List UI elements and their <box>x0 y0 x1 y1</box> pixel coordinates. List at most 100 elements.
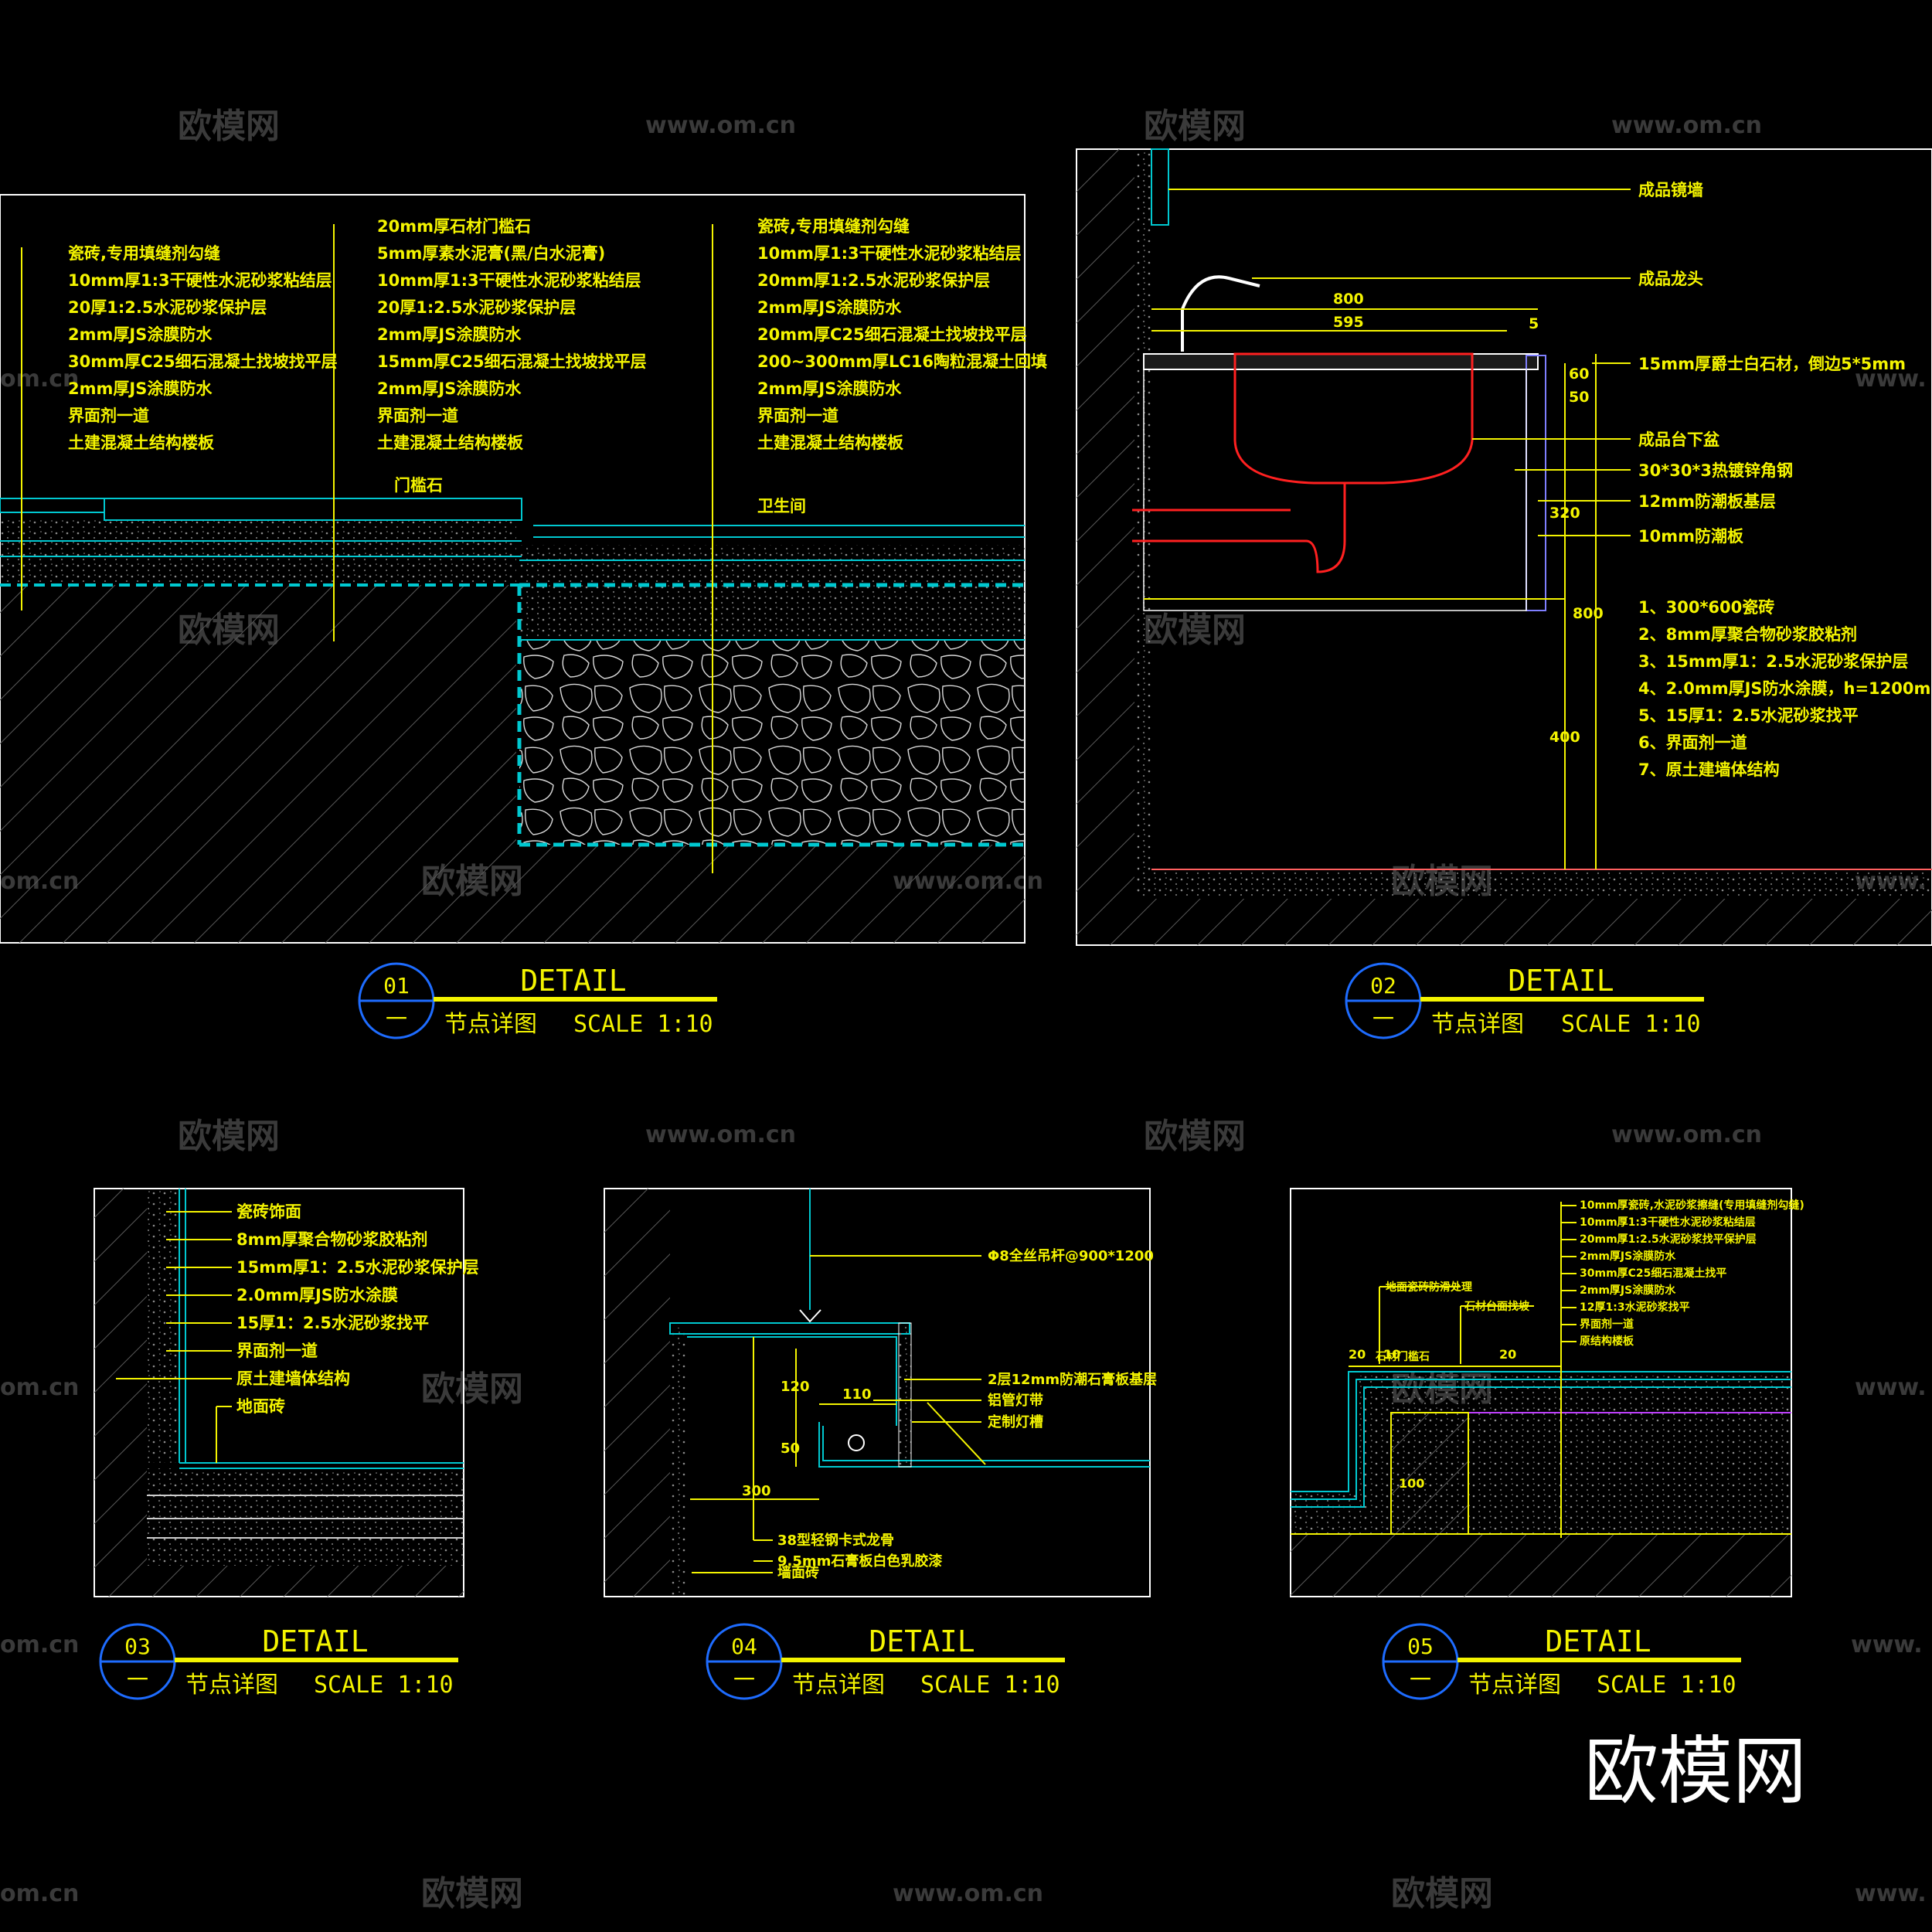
watermark-logo: 欧模网 <box>1584 1728 1807 1815</box>
detail-04-wall <box>604 1189 670 1597</box>
svg-text:300: 300 <box>742 1483 771 1499</box>
title-number: 05 <box>1407 1634 1434 1659</box>
detail-02-labels: 成品镜墙 成品龙头 15mm厚爵士白石材，倒边5*5mm 成品台下盆 30*30… <box>1638 181 1906 546</box>
svg-text:20mm厚1:2.5水泥砂浆保护层: 20mm厚1:2.5水泥砂浆保护层 <box>757 271 990 290</box>
svg-text:30mm厚C25细石混凝土找平: 30mm厚C25细石混凝土找平 <box>1580 1267 1726 1280</box>
detail-04-led-strip <box>848 1434 865 1451</box>
detail-02-dims: 800 595 5 60 320 800 400 50 <box>1333 291 1604 746</box>
svg-text:10: 10 <box>1383 1347 1400 1362</box>
svg-text:12mm防潮板基层: 12mm防潮板基层 <box>1638 492 1776 511</box>
svg-text:界面剂一道: 界面剂一道 <box>1580 1318 1634 1331</box>
watermark-url: om.cn <box>0 1374 79 1401</box>
svg-text:界面剂一道: 界面剂一道 <box>377 406 458 425</box>
title-dash: 一 <box>1372 1006 1394 1032</box>
watermark-url: www. <box>1855 366 1927 393</box>
svg-text:10mm厚1:3干硬性水泥砂浆粘结层: 10mm厚1:3干硬性水泥砂浆粘结层 <box>377 271 641 290</box>
watermark-url: www. <box>1855 1374 1927 1401</box>
title-scale: SCALE 1:10 <box>1597 1672 1736 1699</box>
detail-03-labels: 瓷砖饰面 8mm厚聚合物砂浆胶粘剂 15mm厚1：2.5水泥砂浆保护层 2.0m… <box>236 1202 479 1416</box>
svg-text:8mm厚聚合物砂浆胶粘剂: 8mm厚聚合物砂浆胶粘剂 <box>236 1230 427 1249</box>
title-scale: SCALE 1:10 <box>1561 1011 1701 1038</box>
watermark-cn: 欧模网 <box>178 107 280 146</box>
detail-02-mirror <box>1151 148 1169 226</box>
svg-text:5、15厚1：2.5水泥砂浆找平: 5、15厚1：2.5水泥砂浆找平 <box>1638 706 1859 725</box>
detail-04-dims: 110 300 120 50 <box>742 1379 872 1499</box>
watermark-url: om.cn <box>0 1880 79 1907</box>
svg-text:50: 50 <box>781 1440 800 1457</box>
svg-text:地面瓷砖防滑处理: 地面瓷砖防滑处理 <box>1386 1281 1472 1294</box>
svg-text:15mm厚C25细石混凝土找坡找平层: 15mm厚C25细石混凝土找坡找平层 <box>377 352 647 371</box>
svg-text:界面剂一道: 界面剂一道 <box>68 406 149 425</box>
svg-text:60: 60 <box>1569 366 1589 383</box>
svg-text:9.5mm石膏板白色乳胶漆: 9.5mm石膏板白色乳胶漆 <box>777 1553 942 1570</box>
svg-text:土建混凝土结构楼板: 土建混凝土结构楼板 <box>377 434 524 452</box>
svg-text:2mm厚JS涂膜防水: 2mm厚JS涂膜防水 <box>377 325 522 344</box>
detail-03-wall <box>94 1189 147 1566</box>
detail-02-countertop <box>1143 353 1539 370</box>
svg-text:10mm厚1:3干硬性水泥砂浆粘结层: 10mm厚1:3干硬性水泥砂浆粘结层 <box>68 271 332 290</box>
detail-02-wall-finish <box>1134 149 1151 899</box>
svg-text:地面砖: 地面砖 <box>236 1397 285 1416</box>
svg-text:界面剂一道: 界面剂一道 <box>236 1342 318 1360</box>
svg-text:成品龙头: 成品龙头 <box>1638 270 1703 288</box>
svg-text:4、2.0mm厚JS防水涂膜，h=1200mm: 4、2.0mm厚JS防水涂膜，h=1200mm <box>1638 679 1932 698</box>
watermark-cn: 欧模网 <box>1144 611 1246 650</box>
svg-text:1、300*600瓷砖: 1、300*600瓷砖 <box>1638 598 1774 617</box>
detail-01-tag-threshold: 门槛石 <box>394 476 443 495</box>
svg-text:土建混凝土结构楼板: 土建混凝土结构楼板 <box>757 434 904 452</box>
svg-text:界面剂一道: 界面剂一道 <box>757 406 838 425</box>
detail-03-wall-render <box>147 1189 179 1463</box>
title-subtitle: 节点详图 <box>1431 1011 1524 1038</box>
svg-text:15mm厚1：2.5水泥砂浆保护层: 15mm厚1：2.5水泥砂浆保护层 <box>236 1258 479 1277</box>
detail-01-layers <box>0 498 1025 847</box>
detail-05-threshold-stone <box>1390 1412 1469 1535</box>
svg-text:石材门槛石: 石材门槛石 <box>1375 1350 1430 1363</box>
detail-03: 瓷砖饰面 8mm厚聚合物砂浆胶粘剂 15mm厚1：2.5水泥砂浆保护层 2.0m… <box>94 1188 479 1597</box>
title-dash: 一 <box>1410 1667 1431 1692</box>
svg-text:2.0mm厚JS防水涂膜: 2.0mm厚JS防水涂膜 <box>236 1286 398 1304</box>
svg-text:2mm厚JS涂膜防水: 2mm厚JS涂膜防水 <box>68 325 213 344</box>
svg-text:2mm厚JS涂膜防水: 2mm厚JS涂膜防水 <box>1580 1284 1676 1297</box>
title-label: DETAIL <box>1545 1624 1651 1658</box>
detail-05-side-labels: 地面瓷砖防滑处理 石材台面找坡 石材门槛石 <box>1375 1281 1530 1363</box>
svg-text:原结构楼板: 原结构楼板 <box>1580 1335 1634 1348</box>
svg-text:38型轻钢卡式龙骨: 38型轻钢卡式龙骨 <box>777 1532 894 1549</box>
detail-04-wall-tile <box>670 1328 687 1597</box>
svg-text:成品镜墙: 成品镜墙 <box>1638 181 1703 199</box>
svg-text:10mm厚瓷砖,水泥砂浆擦缝(专用填缝剂勾缝): 10mm厚瓷砖,水泥砂浆擦缝(专用填缝剂勾缝) <box>1580 1199 1804 1212</box>
detail-02-trap <box>1132 483 1346 573</box>
watermark-cn: 欧模网 <box>1144 107 1246 146</box>
title-dash: 一 <box>733 1667 755 1692</box>
detail-04-labels: Φ8全丝吊杆@900*1200 2层12mm防潮石膏板基层 铝管灯带 定制灯槽 … <box>777 1247 1157 1581</box>
svg-text:110: 110 <box>842 1386 872 1403</box>
svg-text:土建混凝土结构楼板: 土建混凝土结构楼板 <box>68 434 215 452</box>
detail-01-leaders <box>21 224 713 873</box>
title-dash: 一 <box>127 1667 148 1692</box>
detail-01-left-screed <box>0 518 516 585</box>
detail-05-step-build-up <box>1291 1492 1356 1534</box>
svg-text:2层12mm防潮石膏板基层: 2层12mm防潮石膏板基层 <box>988 1371 1157 1388</box>
svg-text:30mm厚C25细石混凝土找坡找平层: 30mm厚C25细石混凝土找坡找平层 <box>68 352 338 371</box>
detail-05-leaders <box>1349 1202 1577 1538</box>
svg-text:6、界面剂一道: 6、界面剂一道 <box>1638 733 1747 752</box>
svg-text:20厚1:2.5水泥砂浆保护层: 20厚1:2.5水泥砂浆保护层 <box>68 298 267 317</box>
svg-text:320: 320 <box>1549 505 1580 522</box>
detail-01-labels-left: 瓷砖,专用填缝剂勾缝 10mm厚1:3干硬性水泥砂浆粘结层 20厚1:2.5水泥… <box>68 244 338 452</box>
watermark-url: www.om.cn <box>1611 1121 1762 1148</box>
title-subtitle: 节点详图 <box>792 1672 885 1699</box>
svg-text:10mm防潮板: 10mm防潮板 <box>1638 527 1744 546</box>
svg-text:15厚1：2.5水泥砂浆找平: 15厚1：2.5水泥砂浆找平 <box>236 1314 429 1332</box>
watermark-url: www. <box>1855 1880 1927 1907</box>
watermark-url: www.om.cn <box>645 112 796 139</box>
title-label: DETAIL <box>520 964 626 998</box>
svg-text:Φ8全丝吊杆@900*1200: Φ8全丝吊杆@900*1200 <box>988 1247 1154 1264</box>
detail-02-leaders <box>1144 189 1631 869</box>
title-number: 04 <box>731 1634 757 1659</box>
detail-04: 110 300 120 50 Φ8全丝吊杆@900*1200 2层12mm防潮石… <box>604 1188 1157 1597</box>
svg-text:120: 120 <box>781 1379 810 1395</box>
svg-text:瓷砖,专用填缝剂勾缝: 瓷砖,专用填缝剂勾缝 <box>757 217 910 236</box>
title-number: 02 <box>1370 973 1396 998</box>
svg-text:200~300mm厚LC16陶粒混凝土回填: 200~300mm厚LC16陶粒混凝土回填 <box>757 352 1047 371</box>
watermark-cn: 欧模网 <box>421 1874 523 1913</box>
